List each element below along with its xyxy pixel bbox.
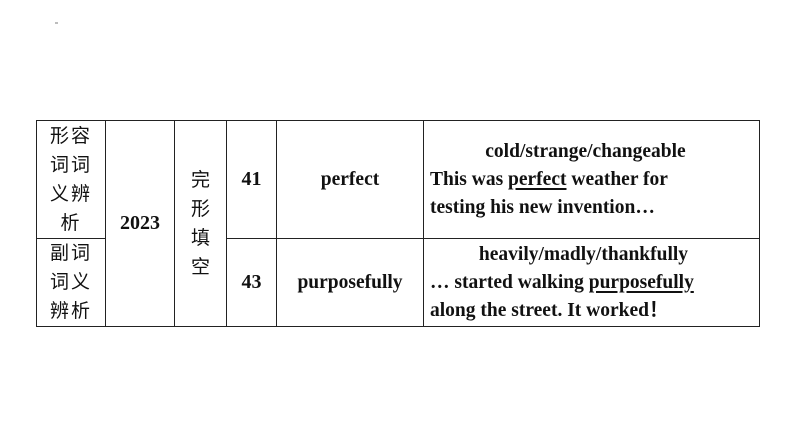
example-sentence-line2: along the street. It worked！ <box>430 299 669 321</box>
question-number-cell: 41 <box>226 120 277 239</box>
example-sentence-line1: This was perfect weather for <box>430 166 759 194</box>
year-text: 2023 <box>120 212 160 234</box>
example-text-before: … started walking <box>430 271 589 293</box>
answer-cell: perfect <box>276 120 424 239</box>
answer-word: purposefully <box>297 271 403 293</box>
category-text: 副词词义辨析 <box>49 242 92 322</box>
table-row: 副词词义辨析 43 purposefully heavily/madly/tha… <box>36 238 760 327</box>
page-mark <box>55 22 58 24</box>
example-text-before: This was <box>430 168 509 190</box>
category-cell: 副词词义辨析 <box>36 238 106 327</box>
distractor-options: heavily/madly/thankfully <box>478 243 689 265</box>
example-cell: heavily/madly/thankfully … started walki… <box>423 238 760 327</box>
example-sentence-line1: … started walking purposefully <box>430 269 759 297</box>
category-text: 形容词词义辨析 <box>49 124 92 234</box>
example-text-after: weather for <box>566 168 668 190</box>
table-row: 形容词词义辨析 2023 完形填空 41 perfect cold/strang… <box>36 120 760 327</box>
example-cell: cold/strange/changeable This was perfect… <box>423 120 760 239</box>
year-cell: 2023 <box>105 120 175 327</box>
question-number: 41 <box>241 168 262 190</box>
question-number-cell: 43 <box>226 238 277 327</box>
distractor-options: cold/strange/changeable <box>485 140 686 162</box>
example-key-word: purposefully <box>588 271 694 293</box>
example-key-word: perfect <box>508 168 567 190</box>
category-cell: 形容词词义辨析 <box>36 120 106 239</box>
question-type-text: 完形填空 <box>190 168 210 278</box>
exam-analysis-table: 形容词词义辨析 2023 完形填空 41 perfect cold/strang… <box>36 120 760 327</box>
answer-word: perfect <box>320 168 380 190</box>
example-sentence-line2: testing his new invention… <box>430 196 655 218</box>
question-number: 43 <box>241 271 262 293</box>
answer-cell: purposefully <box>276 238 424 327</box>
question-type-cell: 完形填空 <box>174 120 227 327</box>
